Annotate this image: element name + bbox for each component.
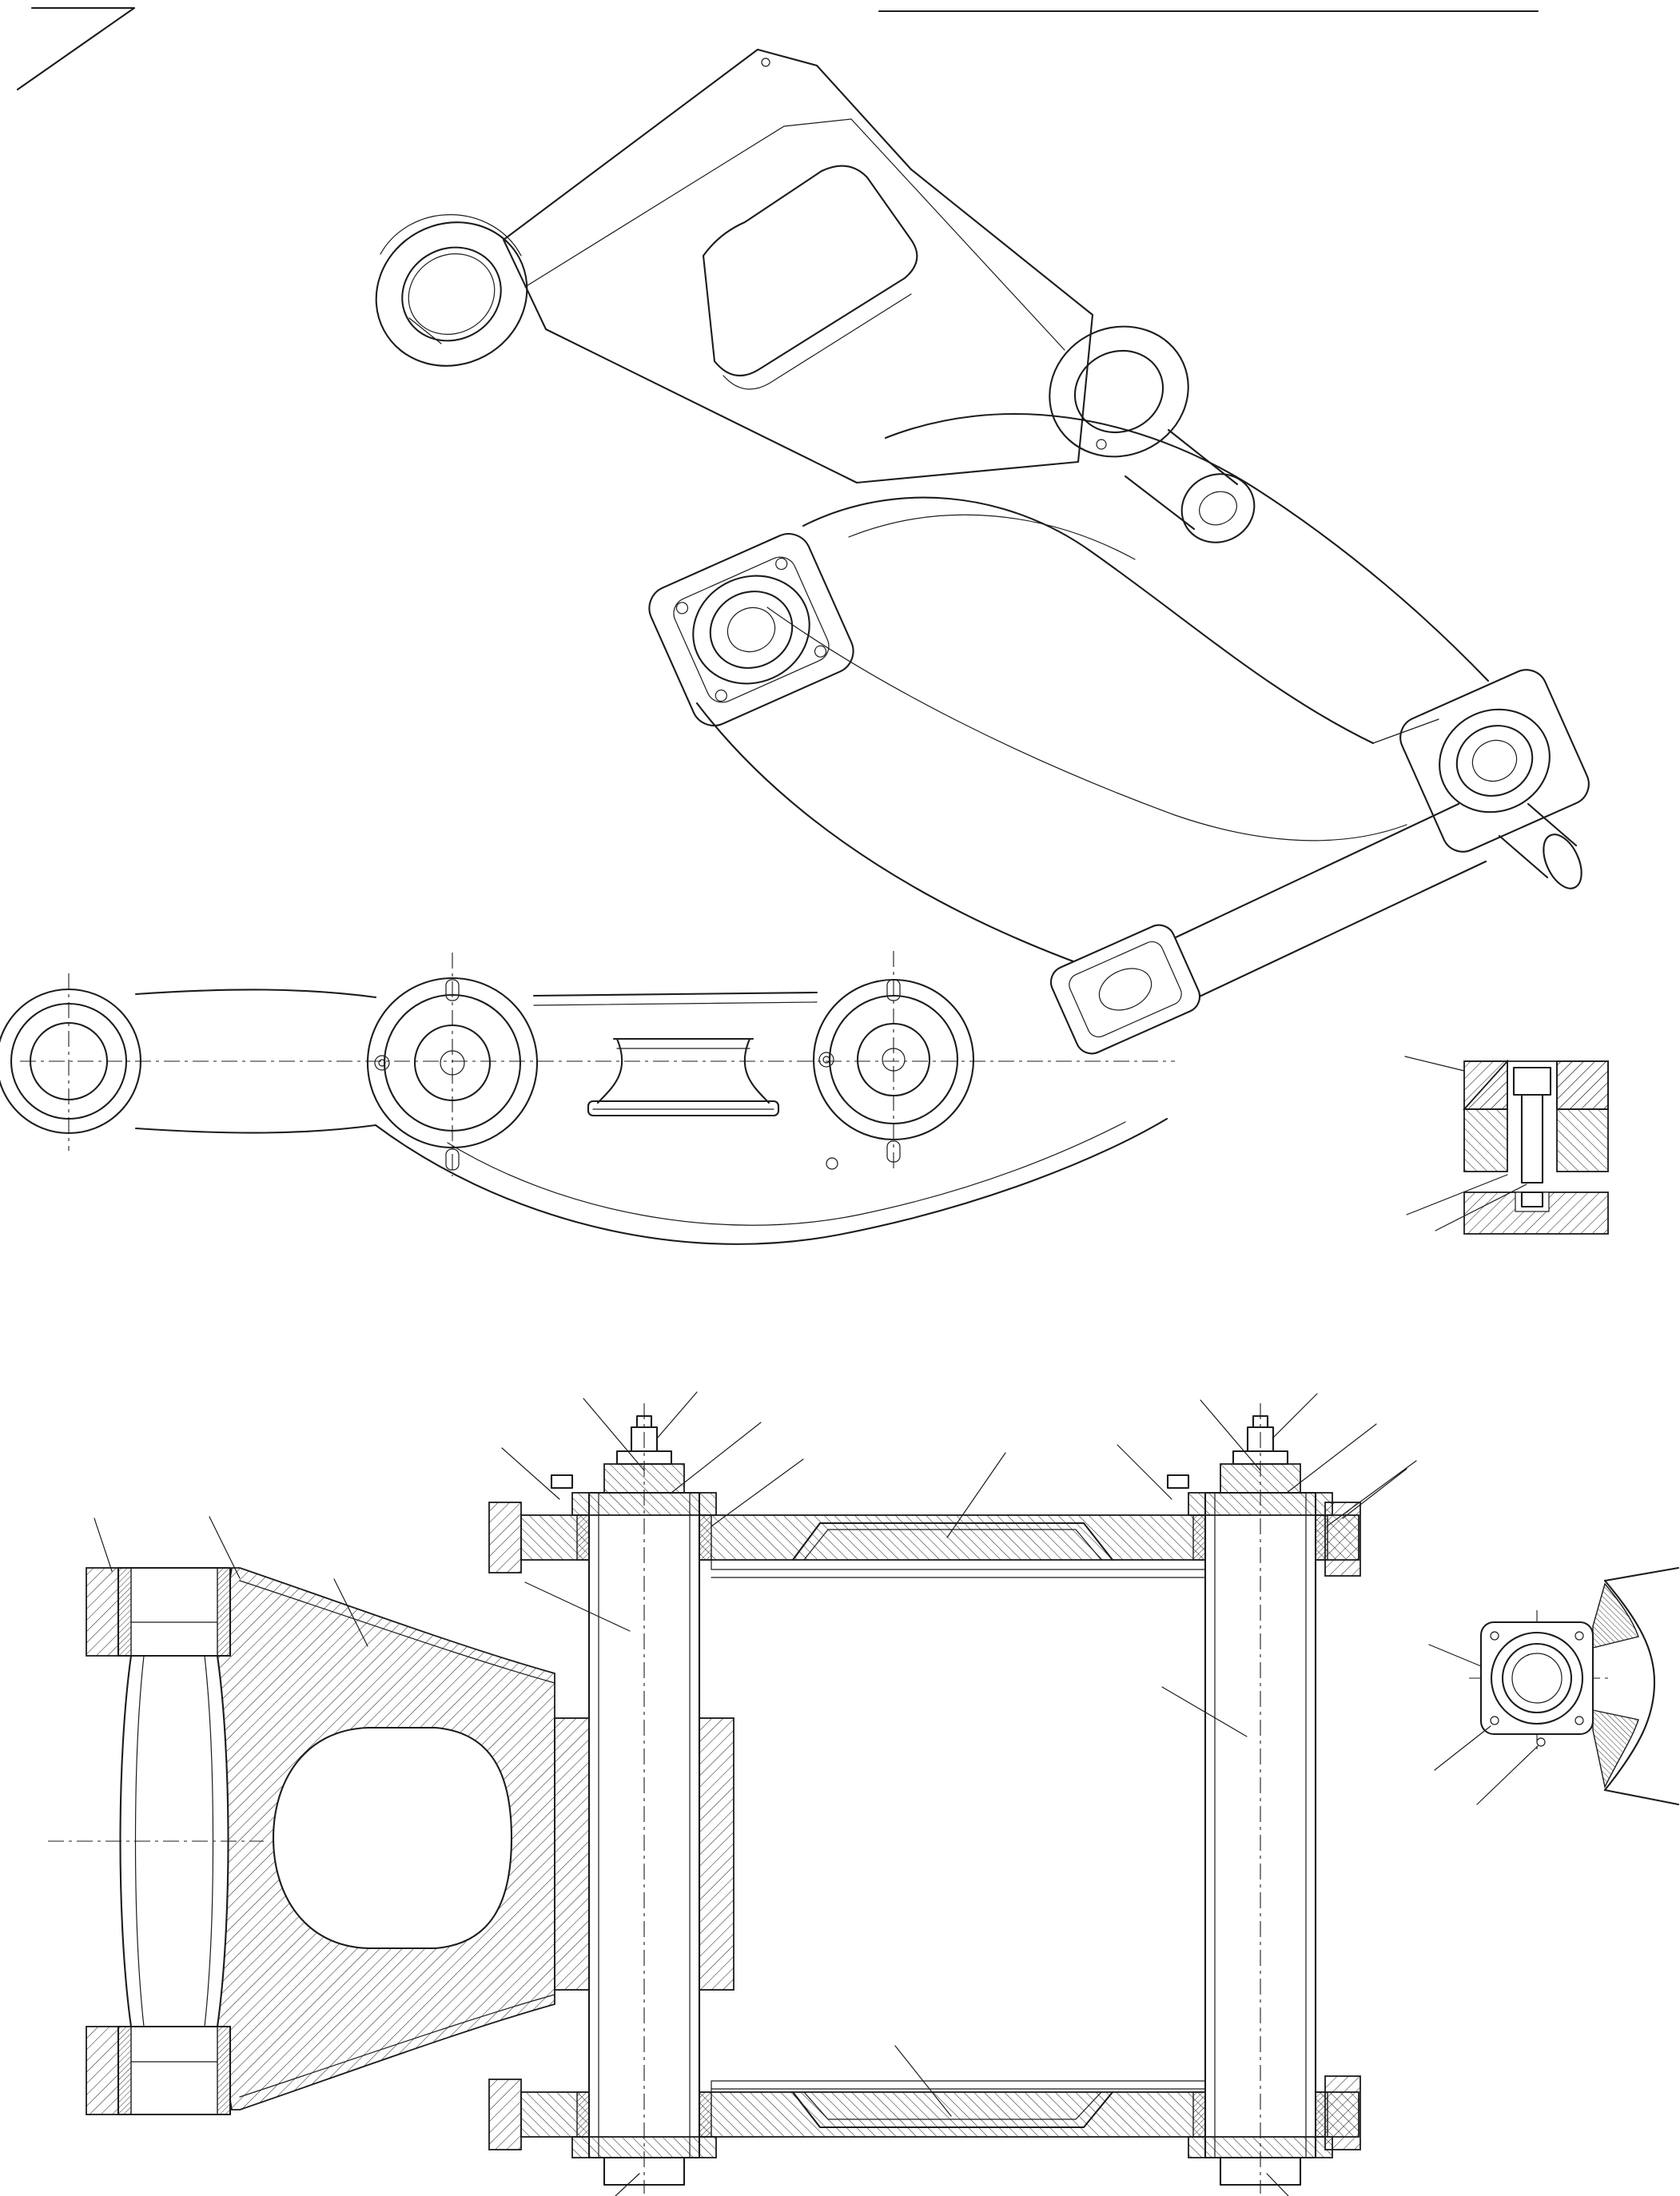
arm-lightening-cutout <box>272 1726 513 1950</box>
plan-connecting-plate <box>374 991 1168 1245</box>
plan-view <box>0 951 1175 1245</box>
left-pin-boss-blocks <box>554 1717 735 1991</box>
upper-link-pin-boss <box>375 221 528 367</box>
small-hole <box>1096 439 1107 450</box>
top-plate-cutout <box>702 165 918 376</box>
plan-tube-saddle <box>587 1037 780 1117</box>
flange-bolt <box>1490 1716 1499 1725</box>
retainer-top-right <box>1556 1060 1609 1110</box>
hub-side-detail <box>1428 1566 1680 1806</box>
plan-right-hub <box>812 978 975 1163</box>
retainer-pin-shaft <box>1520 1093 1544 1184</box>
hub-flange-plate <box>1479 1621 1594 1736</box>
hub-slot <box>886 979 901 1001</box>
grease-fitting <box>374 1055 390 1071</box>
sheet-border-marks <box>16 6 1539 91</box>
plug-hole <box>826 1157 838 1170</box>
flange-bolt <box>1575 1631 1584 1641</box>
lower-mounting-pad <box>1049 924 1201 1055</box>
left-lock-bolt <box>550 1474 574 1490</box>
flange-bolt <box>1490 1631 1499 1641</box>
grease-fitting <box>818 1052 834 1068</box>
arm-left-upper-wall <box>86 1567 119 1657</box>
right-lock-bolt <box>1166 1474 1190 1490</box>
top-plate <box>502 48 1107 484</box>
arm-bore-bushing-lower <box>117 2025 232 2116</box>
drain-hole <box>1536 1737 1546 1747</box>
curved-panel-edge <box>1603 1579 1656 1792</box>
retainer-mid-right <box>1556 1108 1609 1172</box>
bottom-plate-left-end-block <box>488 2079 522 2150</box>
cross-tube-pin <box>1139 802 1582 1012</box>
center-pivot-boss <box>1049 325 1256 543</box>
detail-leader-lines <box>1404 1056 1527 1231</box>
top-plate-left-end-block <box>488 1502 522 1573</box>
curved-plate-outer-edge <box>374 1117 1168 1245</box>
retainer-top-left <box>1463 1060 1508 1110</box>
border-corner-mark <box>16 6 136 91</box>
retainer-bolt-head <box>1512 1066 1552 1096</box>
plan-left-bore-boss <box>0 988 142 1135</box>
arm-inner-edges <box>239 1580 555 2098</box>
retainer-pin-tip <box>1520 1191 1544 1208</box>
curved-panel-flanks <box>1603 1566 1680 1806</box>
plan-arm <box>134 989 377 1134</box>
hub-slot <box>445 1148 460 1171</box>
weld-section-lower <box>1592 1709 1639 1789</box>
hub-slot <box>445 979 460 1001</box>
front-hub-flange <box>648 533 854 726</box>
bore-keyway-line <box>408 317 442 344</box>
section-leader-lines <box>94 1391 1417 2196</box>
main-sectional-view <box>48 1391 1417 2196</box>
right-hub-flange <box>1399 669 1590 853</box>
retainer-mid-left <box>1463 1108 1508 1172</box>
isometric-assembly-view <box>375 48 1590 1055</box>
curved-yoke-plates <box>695 412 1490 992</box>
plan-center-hub <box>366 977 539 1171</box>
cutout-thickness-edge <box>723 293 912 390</box>
arm-left-lower-wall <box>86 2026 119 2115</box>
pin-retainer-section-detail <box>1404 1056 1609 1235</box>
small-hole <box>761 58 770 67</box>
pressed-plate-bottom <box>791 2091 1114 2129</box>
arm-bore-bushing-upper <box>117 1566 232 1657</box>
detail-leader-lines <box>1428 1644 1539 1805</box>
curved-plate-inner-edge <box>447 1121 1126 1226</box>
section-centerlines <box>48 1403 1261 2194</box>
pressed-plate-top <box>791 1522 1114 1561</box>
hub-slot <box>886 1140 901 1163</box>
flange-bolt <box>1575 1716 1584 1725</box>
weld-section-upper <box>1592 1582 1639 1649</box>
